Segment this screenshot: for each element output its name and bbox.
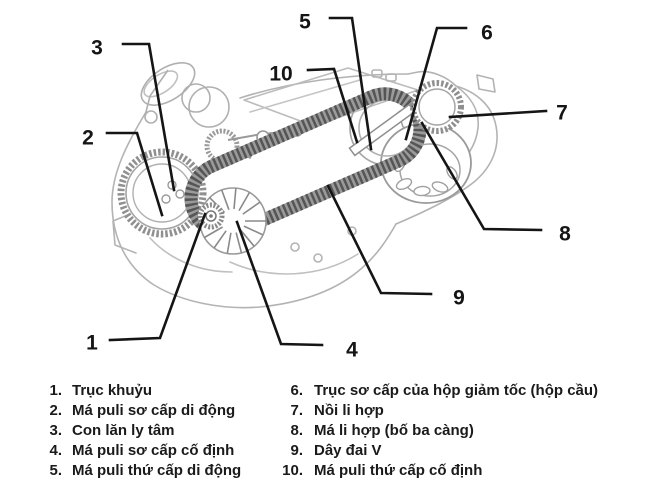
legend-item-number: 2. <box>49 402 62 419</box>
callout-number-3: 3 <box>91 36 103 60</box>
leader-line-4 <box>235 220 324 347</box>
callout-number-1: 1 <box>86 331 98 355</box>
leader-line-10 <box>306 67 359 144</box>
leader-line-1 <box>108 212 207 342</box>
leader-line-5 <box>328 16 373 151</box>
legend-item-label: Trục khuỷu <box>72 382 153 399</box>
legend-item-number: 4. <box>49 442 62 459</box>
legend-item-label: Trục sơ cấp của hộp giảm tốc (hộp cầu) <box>314 382 599 399</box>
legend-item-3: 3. Con lăn ly tâm <box>40 421 270 441</box>
legend-item-number: 9. <box>290 442 303 459</box>
leader-line-3 <box>121 42 176 192</box>
leader-line-6 <box>404 26 468 141</box>
callout-number-8: 8 <box>559 222 571 246</box>
legend-item-label: Má puli sơ cấp di động <box>72 402 236 419</box>
cylinder-head <box>140 62 230 128</box>
legend-item-5: 5. Má puli thứ cấp di động <box>40 461 270 481</box>
legend-column-left: 1. Trục khuỷu 2. Má puli sơ cấp di động … <box>40 381 270 481</box>
legend-item-6: 6. Trục sơ cấp của hộp giảm tốc (hộp cầu… <box>272 381 632 401</box>
legend-item-number: 8. <box>290 422 303 439</box>
leader-line-9 <box>326 184 433 296</box>
legend-item-2: 2. Má puli sơ cấp di động <box>40 401 270 421</box>
legend-item-label: Con lăn ly tâm <box>72 422 175 439</box>
legend-item-label: Má puli thứ cấp cố định <box>314 462 483 479</box>
leader-line-2 <box>105 131 164 217</box>
secondary-ring-gear <box>410 80 464 134</box>
legend-item-10: 10. Má puli thứ cấp cố định <box>272 461 632 481</box>
legend-item-9: 9. Dây đai V <box>272 441 632 461</box>
legend-item-number: 5. <box>49 462 62 479</box>
legend-item-label: Nồi li hợp <box>314 402 384 419</box>
callout-number-4: 4 <box>346 338 358 362</box>
callout-number-5: 5 <box>299 10 311 34</box>
callout-number-9: 9 <box>453 286 465 310</box>
legend-item-number: 10. <box>282 462 303 479</box>
crankshaft-center-gear <box>197 202 225 230</box>
callout-number-6: 6 <box>481 21 493 45</box>
legend-item-1: 1. Trục khuỷu <box>40 381 270 401</box>
legend-item-label: Má li hợp (bố ba càng) <box>314 422 474 439</box>
legend-item-7: 7. Nồi li hợp <box>272 401 632 421</box>
legend-item-8: 8. Má li hợp (bố ba càng) <box>272 421 632 441</box>
legend-item-4: 4. Má puli sơ cấp cố định <box>40 441 270 461</box>
legend-item-label: Má puli thứ cấp di động <box>72 462 242 479</box>
legend-item-label: Má puli sơ cấp cố định <box>72 442 235 459</box>
legend-column-right: 6. Trục sơ cấp của hộp giảm tốc (hộp cầu… <box>272 381 632 481</box>
v-belt <box>184 87 427 240</box>
legend-item-number: 1. <box>49 382 62 399</box>
engine-diagram-svg <box>105 16 548 347</box>
legend-item-label: Dây đai V <box>314 442 382 459</box>
callout-leader-lines <box>105 16 548 347</box>
callout-number-2: 2 <box>82 126 94 150</box>
callout-number-7: 7 <box>556 101 568 125</box>
callout-number-10: 10 <box>269 62 293 86</box>
legend-item-number: 7. <box>290 402 303 419</box>
leader-line-7 <box>448 109 548 119</box>
legend-item-number: 3. <box>49 422 62 439</box>
legend-item-number: 6. <box>290 382 303 399</box>
leader-line-8 <box>420 121 543 232</box>
